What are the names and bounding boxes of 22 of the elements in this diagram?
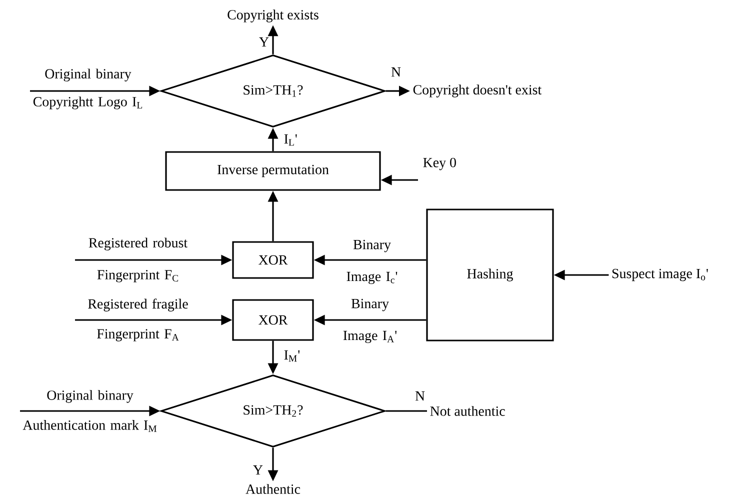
- outcome-text: Copyright exists: [228, 10, 318, 22]
- input-label: Registered fragile Fingerprint F$_{A}$: [88, 298, 188, 342]
- branch-label: Y: [259, 37, 269, 47]
- process-box: Hashing: [426, 208, 554, 342]
- branch-label: N: [391, 67, 401, 77]
- signal-label: I$_{M}$': [284, 350, 300, 362]
- branch-label: Y: [253, 465, 263, 475]
- process-box: XOR: [232, 299, 314, 341]
- signal-label: Binary Image I$_{c}$': [346, 240, 398, 284]
- input-label: Key 0: [423, 158, 456, 170]
- input-label: Registered robust Fingerprint F$_{C}$: [88, 238, 188, 282]
- outcome-text: Authentic: [246, 484, 300, 494]
- input-text: Suspect image I$_{o}$': [612, 268, 708, 282]
- outcome-text: Not authentic: [430, 406, 505, 416]
- signal-label: Binary Image I$_{A}$': [343, 298, 397, 344]
- outcome-text: Copyright doesn't exist: [413, 84, 542, 98]
- input-label: Original binary Authentication mark I$_{M}$: [22, 390, 157, 432]
- signal-label: I$_{L}$': [284, 134, 297, 146]
- input-label: Original binary Copyrightt Logo I$_{L}$: [33, 68, 142, 110]
- process-box: Inverse permutation: [165, 151, 381, 191]
- process-box: XOR: [232, 241, 314, 279]
- branch-label: N: [415, 391, 425, 401]
